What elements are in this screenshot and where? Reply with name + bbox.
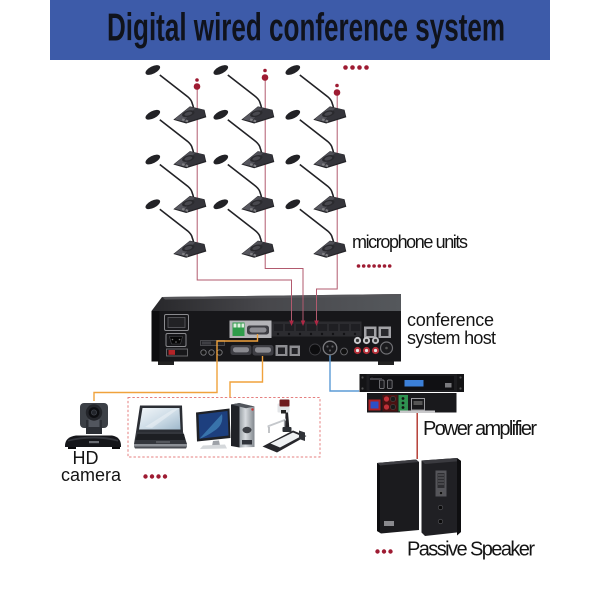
svg-text:system host: system host	[407, 328, 496, 348]
svg-text:Digital wired conference syste: Digital wired conference system	[107, 7, 505, 50]
svg-text:microphone units: microphone units	[352, 232, 468, 252]
svg-text:conference: conference	[407, 310, 494, 330]
svg-text:HD: HD	[73, 448, 99, 468]
svg-text:Passive Speaker: Passive Speaker	[407, 539, 535, 561]
svg-text:Power amplifier: Power amplifier	[423, 418, 537, 440]
svg-text:camera: camera	[61, 465, 122, 485]
